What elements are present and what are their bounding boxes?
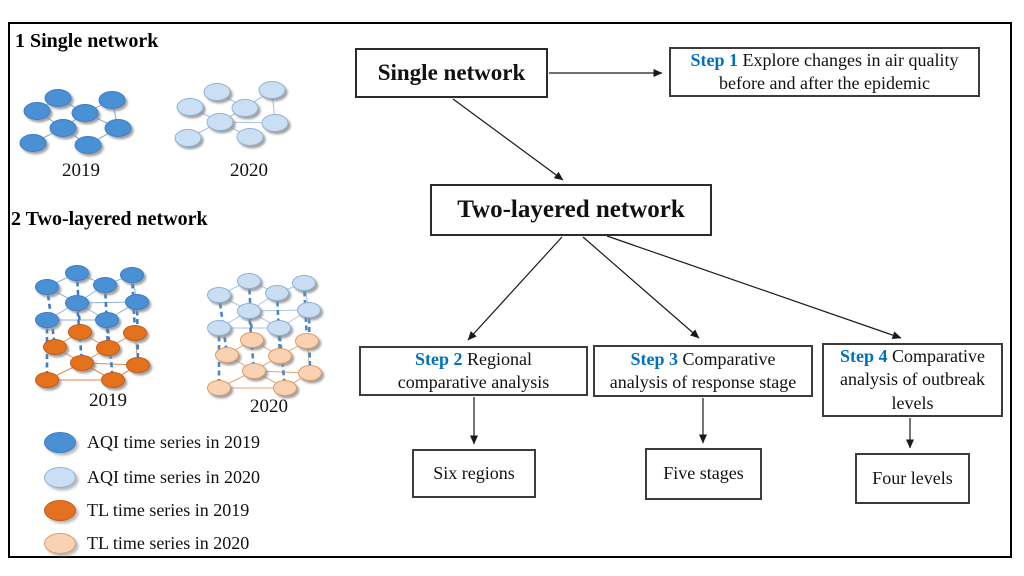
- legend-label: AQI time series in 2020: [87, 466, 260, 487]
- section-title-single-network: 1 Single network: [15, 30, 159, 52]
- two-layered-2020-year: 2020: [250, 396, 288, 417]
- single-network-2020-graphic: [173, 78, 293, 158]
- four-levels-box: Four levels: [855, 453, 970, 504]
- aqi-2019-swatch-icon: [44, 431, 76, 453]
- legend-item-aqi-2020: AQI time series in 2020: [44, 466, 260, 488]
- two-layered-2019-year: 2019: [89, 390, 127, 411]
- two-layered-network-box: Two-layered network: [430, 184, 712, 236]
- step1-label: Step 1: [690, 49, 739, 70]
- six-regions-box: Six regions: [412, 449, 536, 498]
- section-title-two-layered-network: 2 Two-layered network: [11, 208, 208, 230]
- single-network-2019-year: 2019: [62, 160, 100, 181]
- legend-label: TL time series in 2020: [87, 532, 250, 553]
- step3-label: Step 3: [630, 348, 678, 369]
- legend-label: AQI time series in 2019: [87, 431, 260, 452]
- single-network-box: Single network: [355, 48, 548, 98]
- five-stages-box: Five stages: [645, 448, 762, 500]
- legend-label: TL time series in 2019: [87, 499, 250, 520]
- tl-2020-swatch-icon: [44, 532, 76, 554]
- aqi-2020-swatch-icon: [44, 466, 76, 488]
- legend-item-tl-2019: TL time series in 2019: [44, 499, 249, 521]
- two-layered-network-2020-graphic: [197, 263, 327, 398]
- legend-item-aqi-2019: AQI time series in 2019: [44, 431, 260, 453]
- step4-label: Step 4: [840, 345, 888, 366]
- single-network-2020-year: 2020: [230, 160, 268, 181]
- two-layered-network-2019-graphic: [25, 255, 155, 390]
- step2-label: Step 2: [414, 348, 463, 369]
- single-network-2019-graphic: [19, 80, 156, 170]
- tl-2019-swatch-icon: [44, 499, 76, 521]
- legend-item-tl-2020: TL time series in 2020: [44, 532, 249, 554]
